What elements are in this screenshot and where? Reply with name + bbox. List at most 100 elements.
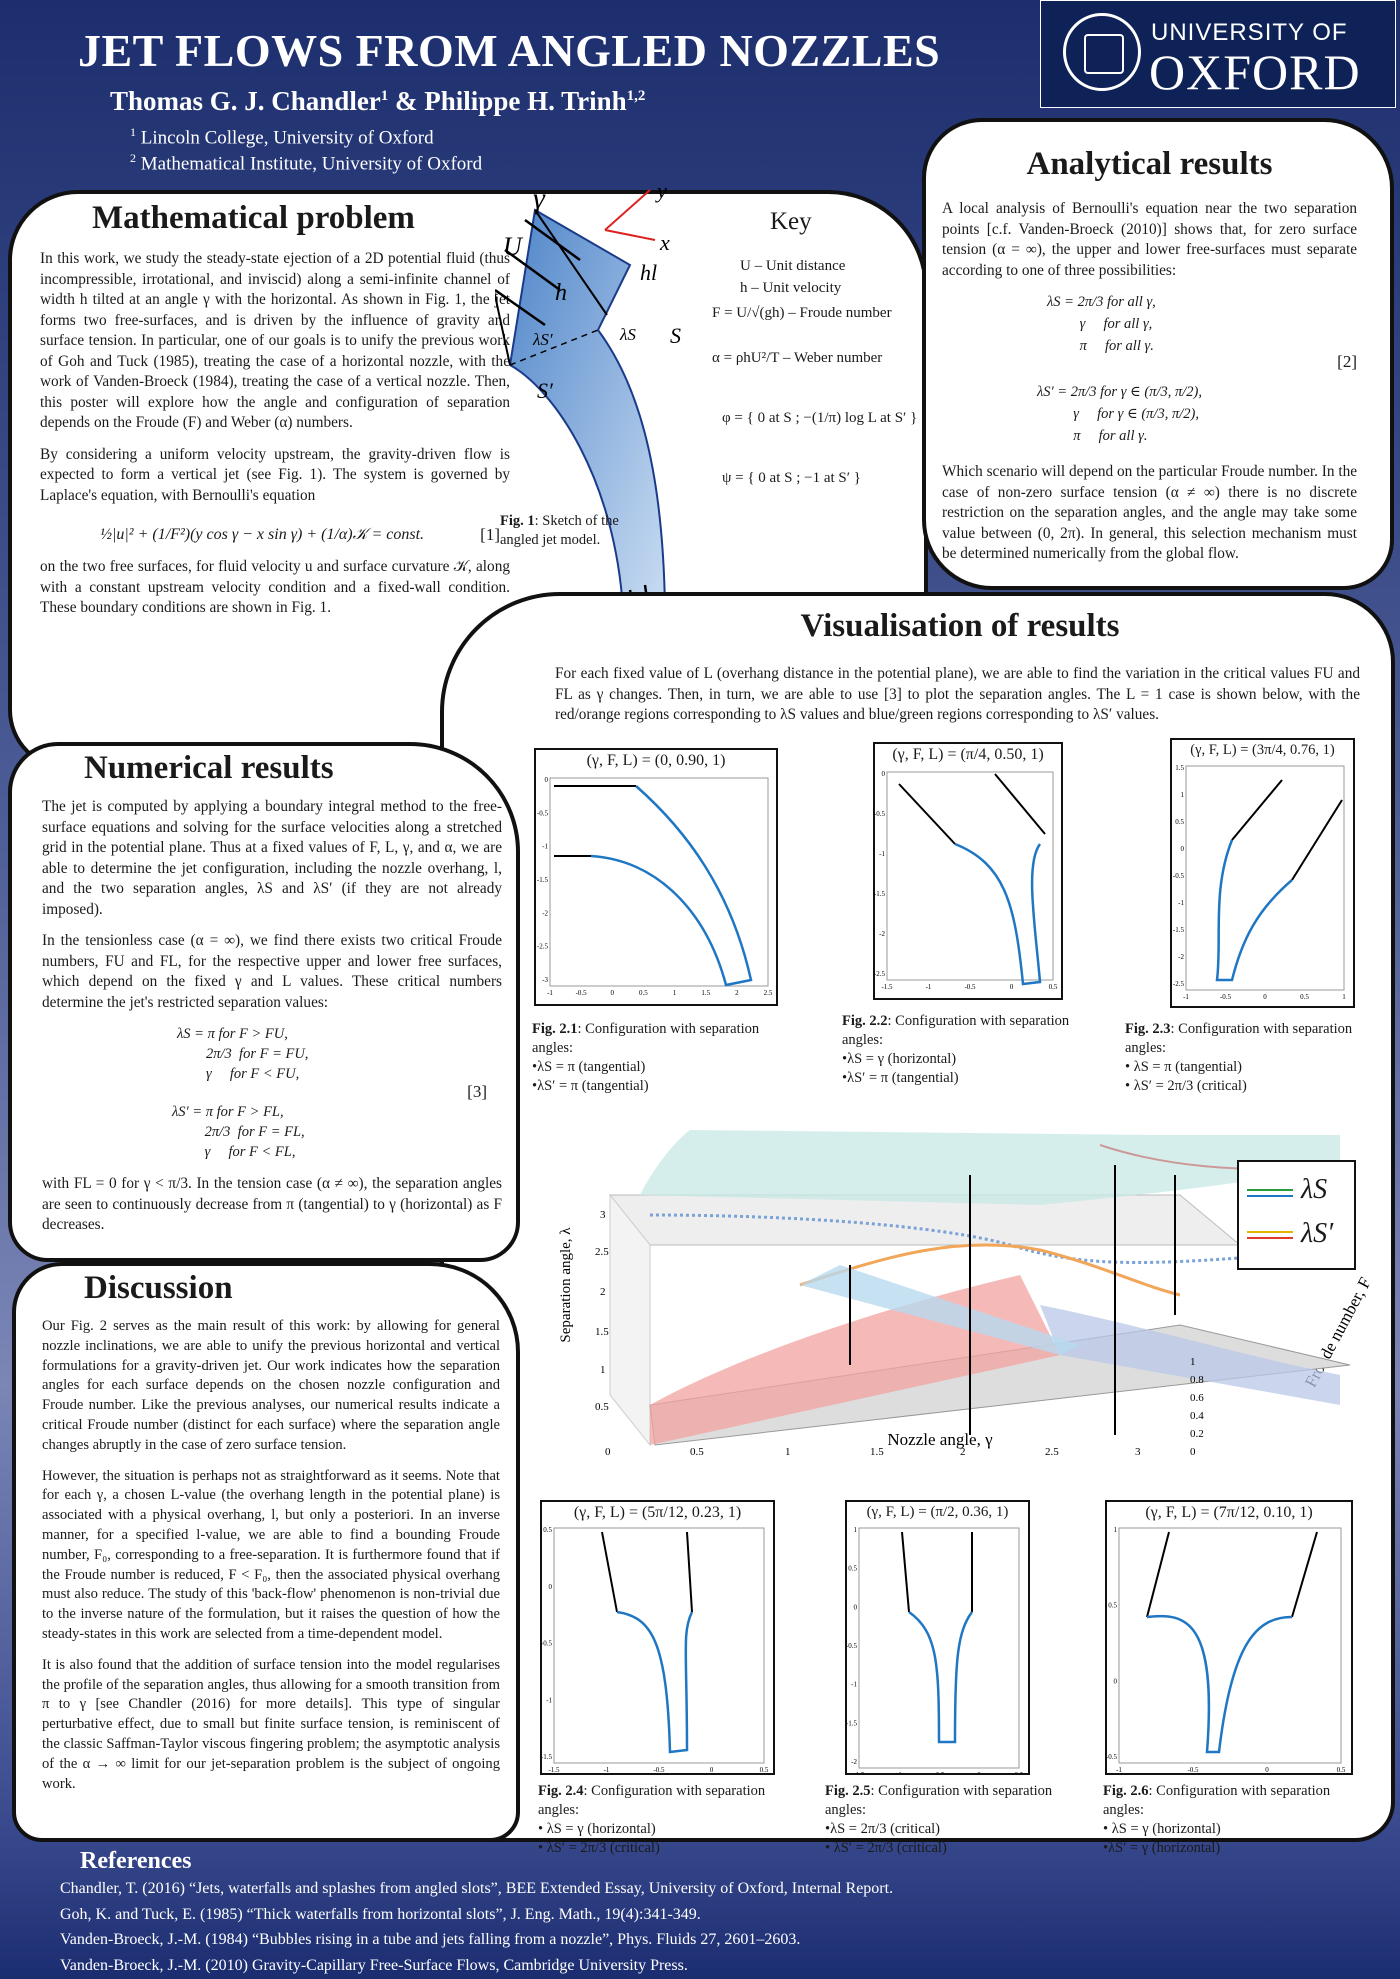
discussion-p3: It is also found that the addition of su… — [42, 1656, 500, 1792]
analytical-heading: Analytical results — [1026, 146, 1273, 182]
x-tick: 1.5 — [870, 1446, 884, 1458]
reference-item: Goh, K. and Tuck, E. (1985) “Thick water… — [60, 1905, 701, 1923]
y-tick-label: 0 — [882, 770, 886, 778]
caption-bullet-1: • λS = γ (horizontal) — [538, 1821, 656, 1837]
y-tick-label: 1 — [1181, 791, 1185, 799]
caption-bold: Fig. 2.6 — [1103, 1783, 1149, 1799]
affil-2-sup: 2 — [130, 151, 136, 165]
y-tick-label: -0.5 — [847, 1642, 857, 1650]
surface-legend: λS λS′ — [1237, 1160, 1356, 1270]
numerical-heading: Numerical results — [84, 750, 334, 786]
lambda-S-critical-line — [799, 1243, 1181, 1297]
caption-text: : Configuration with separation angles: — [842, 1013, 1070, 1048]
caption-text: : Configuration with separation angles: — [538, 1783, 766, 1818]
eq2-block: λS = 2π/3 for all γ, γ for all γ, π for … — [942, 292, 1357, 462]
jet-profile — [590, 785, 753, 987]
eq3-Sp-2: 2π/3 for F = FL, — [172, 1124, 305, 1140]
subfig-2-2-caption: Fig. 2.2: Configuration with separation … — [842, 1012, 1092, 1088]
y-tick-label: -1 — [1178, 899, 1184, 907]
caption-bullet-1: •λS = 2π/3 (critical) — [825, 1821, 940, 1837]
fig1-caption-text: : Sketch of the angled jet model. — [500, 513, 619, 548]
y-tick-label: -1 — [879, 850, 885, 858]
math-p2: By considering a uniform velocity upstre… — [40, 445, 510, 504]
subfig-title: (γ, F, L) = (5π/12, 0.23, 1) — [573, 1504, 742, 1521]
numerical-p3: with FL = 0 for γ < π/3. In the tension … — [42, 1175, 502, 1233]
y-tick-label: -1.5 — [847, 1719, 857, 1727]
discussion-text: Our Fig. 2 serves as the main result of … — [42, 1317, 500, 1794]
y-tick-label: -1.5 — [542, 1753, 552, 1761]
author-1-sup: 1 — [380, 88, 389, 104]
caption-bold: Fig. 2.2 — [842, 1013, 888, 1029]
x-tick-label: 0 — [1265, 1766, 1269, 1773]
x-tick-label: -1.5 — [853, 1771, 865, 1773]
x-axis-arrow — [604, 229, 656, 241]
discussion-heading: Discussion — [84, 1270, 233, 1306]
hl-label: hl — [640, 260, 657, 285]
author-2: Philippe H. Trinh — [424, 86, 627, 116]
fig1-sketch: γ y x U h hl λS λS′ S S′ — [495, 180, 681, 620]
y-tick: 1 — [1190, 1356, 1196, 1368]
math-heading: Mathematical problem — [92, 200, 415, 236]
fig1-caption: Fig. 1: Sketch of the angled jet model. — [500, 512, 640, 550]
x-tick-label: 0 — [1010, 983, 1014, 991]
eq1: ½|u|² + (1/F²)(y cos γ − x sin γ) + (1/α… — [100, 526, 425, 543]
subfig-2-6-caption: Fig. 2.6: Configuration with separation … — [1103, 1782, 1363, 1858]
upper-wall — [1291, 799, 1343, 881]
left-wall — [901, 1531, 910, 1613]
plot-frame — [549, 777, 769, 987]
key-row-4: α = ρhU²/T – Weber number — [712, 350, 883, 366]
numerical-content: Numerical results The jet is computed by… — [42, 750, 502, 1247]
x-tick: 3 — [1135, 1446, 1141, 1458]
subfig-title: (γ, F, L) = (7π/12, 0.10, 1) — [1145, 1504, 1313, 1521]
caption-bullet-2: • λS′ = 2π/3 (critical) — [538, 1840, 660, 1856]
y-axis-arrow — [604, 189, 651, 231]
x-tick-label: 2 — [735, 989, 739, 997]
y-tick-label: -3 — [542, 976, 548, 984]
left-wall — [1146, 1531, 1170, 1618]
caption-bullet-2: • λS′ = 2π/3 (critical) — [1125, 1078, 1247, 1094]
subfig-2-1-caption: Fig. 2.1: Configuration with separation … — [532, 1020, 782, 1096]
x-tick-label: -1.5 — [548, 1766, 560, 1773]
x-tick-label: 1.5 — [701, 989, 710, 997]
subfig-title: (γ, F, L) = (π/2, 0.36, 1) — [866, 1504, 1009, 1520]
x-tick-label: 0 — [710, 1766, 714, 1773]
subfig-2-5: (γ, F, L) = (π/2, 0.36, 1) -1.5-1-0.500.… — [845, 1500, 1030, 1779]
z-tick: 3 — [600, 1209, 606, 1221]
subfig-plot: -1.5-1-0.500.510.50-0.5-1-1.5-2 — [846, 1526, 1024, 1779]
oxford-seal-icon — [1063, 13, 1141, 91]
caption-bullet-2: • λS′ = 2π/3 (critical) — [825, 1840, 947, 1856]
math-text: In this work, we study the steady-state … — [40, 249, 510, 619]
x-tick-label: 0.5 — [1049, 983, 1058, 991]
z-tick: 1 — [600, 1364, 606, 1376]
affil-1-sup: 1 — [130, 125, 136, 139]
upper-wall — [994, 773, 1046, 835]
y-ticks: 0 0.2 0.4 0.6 0.8 1 — [1190, 1356, 1204, 1458]
y-label: y — [655, 180, 667, 203]
caption-text: : Configuration with separation angles: — [825, 1783, 1053, 1818]
y-tick: 0 — [1190, 1446, 1196, 1458]
subfig-title: (γ, F, L) = (π/4, 0.50, 1) — [892, 746, 1044, 763]
caption-bullet-1: • λS = π (tangential) — [1125, 1059, 1242, 1075]
z-tick: 2.5 — [595, 1246, 609, 1258]
y-tick: 0.8 — [1190, 1374, 1204, 1386]
math-content: Mathematical problem In this work, we st… — [40, 200, 510, 630]
caption-bullet-2: •λS′ = γ (horizontal) — [1103, 1840, 1221, 1856]
y-tick-label: 0 — [1114, 1677, 1118, 1685]
surface-plot-3d: Separation angle, λ Nozzle angle, γ Frou… — [558, 1130, 1370, 1458]
caption-bold: Fig. 2.5 — [825, 1783, 871, 1799]
y-tick-label: -2.5 — [537, 943, 549, 951]
y-tick-label: -1.5 — [875, 890, 885, 898]
analytical-panel — [922, 118, 1394, 590]
y-tick-label: 1 — [854, 1526, 858, 1534]
caption-bullet-1: •λS = π (tangential) — [532, 1059, 646, 1075]
Sp-label: S′ — [537, 378, 554, 403]
plot-frame — [858, 1527, 1020, 1769]
eq3-S-2: 2π/3 for F = FU, — [177, 1046, 309, 1062]
author-1: Thomas G. J. Chandler — [110, 86, 381, 116]
U-label: U — [503, 232, 524, 261]
